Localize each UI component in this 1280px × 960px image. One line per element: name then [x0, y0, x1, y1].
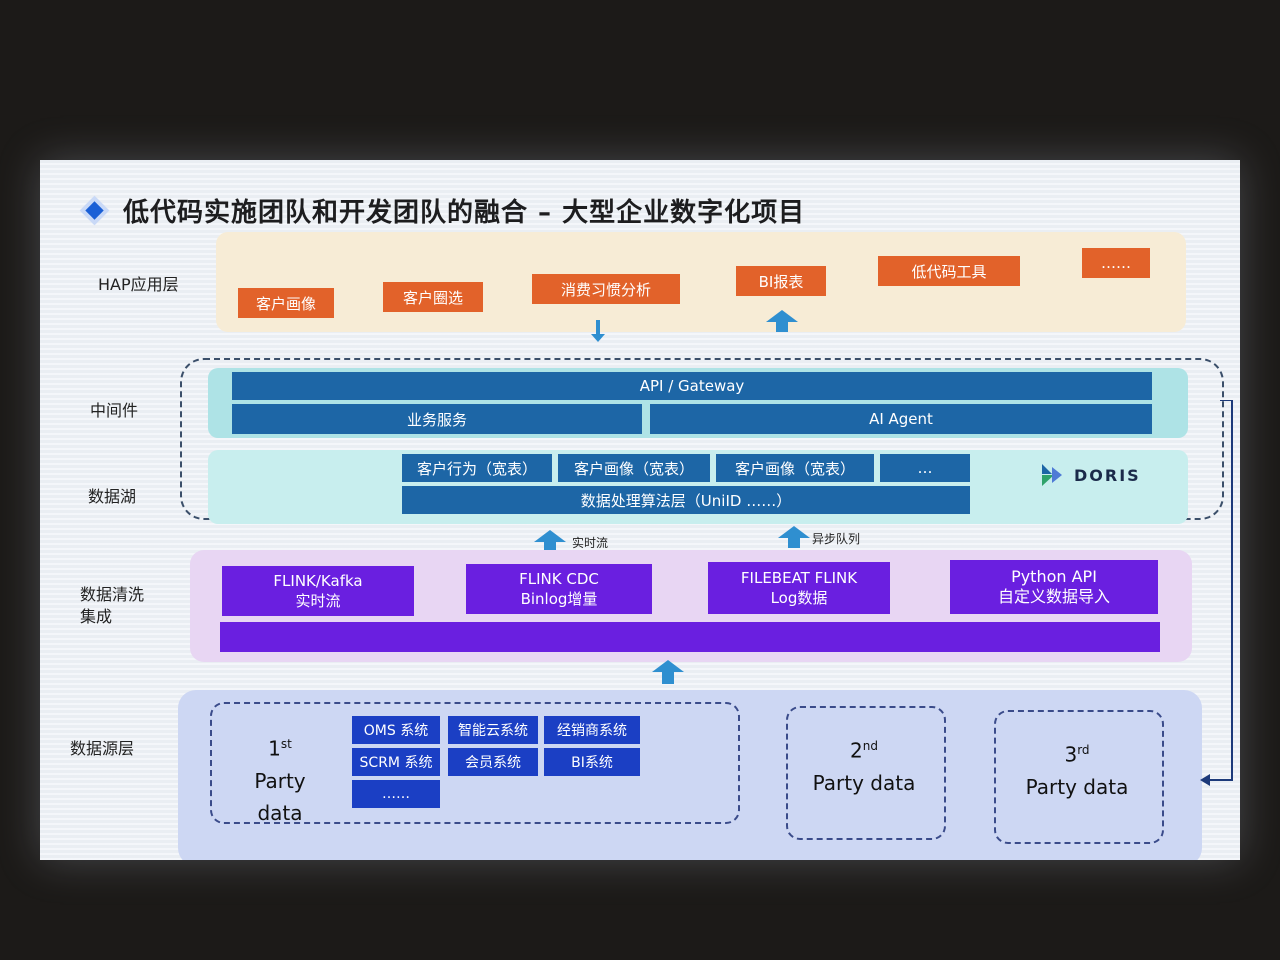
up-arrow-icon	[766, 310, 798, 332]
hap-app-consumption-analysis: 消费习惯分析	[532, 274, 680, 304]
second-party-suffix: nd	[862, 739, 878, 753]
third-party-ordinal: 3	[1064, 742, 1078, 767]
title-row: 低代码实施团队和开发团队的融合 – 大型企业数字化项目	[85, 192, 806, 229]
third-party-box	[994, 710, 1164, 844]
cleaning-filebeat-flink: FILEBEAT FLINK Log数据	[708, 562, 890, 614]
cleaning-filebeat-flink-line1: FILEBEAT FLINK	[740, 569, 858, 587]
doris-logo-icon	[1042, 464, 1062, 486]
algorithm-layer-bar: 数据处理算法层（UniID ……）	[402, 486, 970, 514]
hap-app-customer-selection: 客户圈选	[383, 282, 483, 312]
sources-band	[178, 690, 1202, 860]
diamond-icon	[85, 201, 104, 220]
cleaning-flink-cdc-line2: Binlog增量	[520, 590, 598, 608]
layer-label-sources: 数据源层	[70, 739, 135, 758]
first-party-suffix: st	[280, 737, 292, 751]
cleaning-base-bar	[220, 622, 1160, 652]
hap-layer-band	[216, 232, 1186, 332]
system-oms: OMS 系统	[352, 716, 440, 744]
layer-label-hap: HAP应用层	[98, 275, 179, 294]
hap-app-bi-report: BI报表	[736, 266, 826, 296]
hap-app-more: ……	[1082, 248, 1150, 278]
second-party-box	[786, 706, 946, 840]
third-party-text: Party data	[1025, 774, 1129, 799]
cleaning-flink-kafka: FLINK/Kafka 实时流	[222, 566, 414, 616]
ai-agent-bar: AI Agent	[650, 404, 1152, 434]
first-party-ordinal: 1	[268, 736, 281, 761]
layer-label-cleaning-line2: 集成	[80, 607, 113, 626]
cleaning-flink-kafka-line1: FLINK/Kafka	[273, 572, 363, 590]
feedback-connector-line	[1200, 400, 1233, 786]
api-gateway-bar: API / Gateway	[232, 372, 1152, 400]
datalake-table-behavior: 客户行为（宽表）	[402, 454, 552, 482]
system-more: ……	[352, 780, 440, 808]
cleaning-python-api: Python API 自定义数据导入	[950, 560, 1158, 614]
cleaning-filebeat-flink-line2: Log数据	[770, 589, 828, 607]
third-party-suffix: rd	[1077, 743, 1090, 757]
layer-label-datalake: 数据湖	[88, 487, 137, 506]
realtime-up-arrow-icon	[534, 530, 566, 552]
first-party-text: Party data	[254, 768, 306, 825]
slide-title: 低代码实施团队和开发团队的融合 – 大型企业数字化项目	[123, 198, 806, 228]
doris-logo-text: DORIS	[1074, 465, 1141, 485]
system-scrm: SCRM 系统	[352, 748, 440, 776]
datalake-table-more: …	[880, 454, 970, 482]
second-party-label: 2nd Party data	[792, 730, 936, 799]
hap-app-lowcode-tool: 低代码工具	[878, 256, 1020, 286]
slide: 低代码实施团队和开发团队的融合 – 大型企业数字化项目 HAP应用层 中间件 数…	[40, 160, 1240, 860]
cleaning-flink-cdc-line1: FLINK CDC	[519, 570, 599, 588]
doris-logo: DORIS	[1040, 462, 1141, 488]
down-arrow-icon	[591, 320, 605, 342]
second-party-text: Party data	[812, 770, 916, 795]
hap-app-customer-profile: 客户画像	[238, 288, 334, 318]
cleaning-python-api-line1: Python API	[1011, 567, 1097, 586]
sources-up-arrow-icon	[652, 660, 684, 684]
first-party-label: 1st Party data	[230, 728, 330, 829]
system-member: 会员系统	[448, 748, 538, 776]
realtime-flow-label: 实时流	[572, 536, 609, 550]
async-up-arrow-icon	[778, 526, 810, 548]
cleaning-flink-kafka-line2: 实时流	[295, 592, 341, 610]
cleaning-python-api-line2: 自定义数据导入	[997, 587, 1110, 606]
system-bi: BI系统	[544, 748, 640, 776]
third-party-label: 3rd Party data	[1002, 734, 1152, 803]
cleaning-flink-cdc: FLINK CDC Binlog增量	[466, 564, 652, 614]
layer-label-cleaning: 数据清洗 集成	[80, 584, 144, 628]
second-party-ordinal: 2	[850, 738, 863, 763]
layer-label-middleware: 中间件	[90, 401, 139, 420]
system-smart-cloud: 智能云系统	[448, 716, 538, 744]
business-service-bar: 业务服务	[232, 404, 642, 434]
async-queue-label: 异步队列	[812, 532, 861, 546]
datalake-table-profile-2: 客户画像（宽表）	[716, 454, 874, 482]
system-dealer: 经销商系统	[544, 716, 640, 744]
layer-label-cleaning-line1: 数据清洗	[80, 585, 145, 604]
datalake-table-profile-1: 客户画像（宽表）	[558, 454, 710, 482]
first-party-box	[210, 702, 740, 824]
